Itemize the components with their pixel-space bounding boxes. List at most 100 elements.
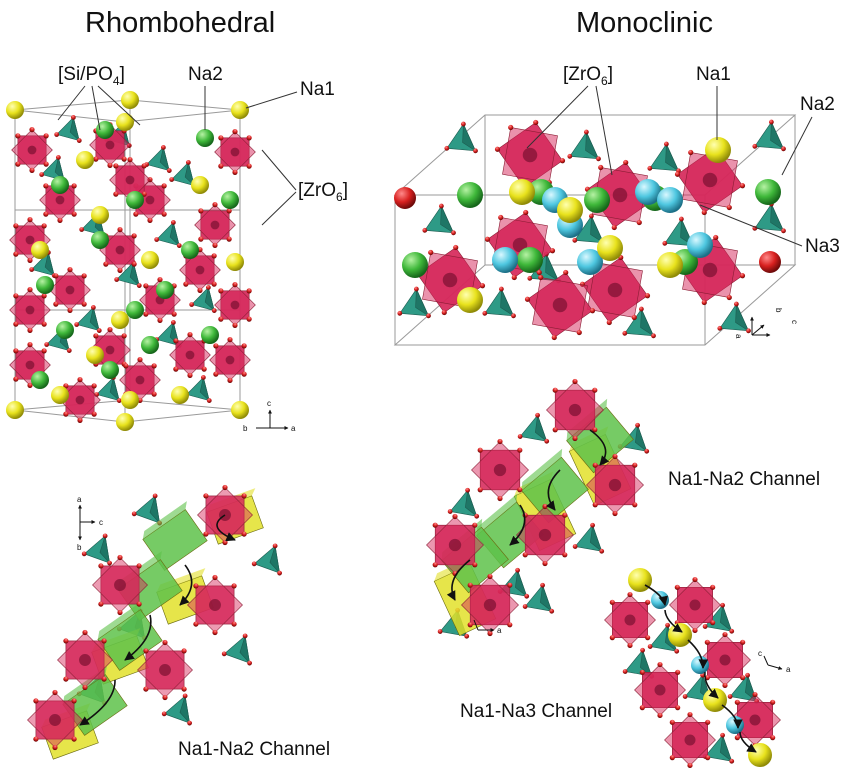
- axis-indicator-monoclinic-top: b c a: [734, 308, 799, 339]
- na1-atom: [748, 743, 772, 767]
- migration-arrow: [644, 584, 669, 606]
- sipo4-tetrahedron: [522, 582, 555, 614]
- svg-text:a: a: [77, 495, 82, 504]
- svg-text:c: c: [758, 649, 762, 658]
- zro6-octahedron: [57, 629, 113, 691]
- na1-atom: [6, 401, 24, 419]
- sipo4-tetrahedron: [622, 647, 655, 679]
- na1-atom: [91, 206, 109, 224]
- sipo4-tetrahedron: [29, 250, 57, 278]
- zro6-octahedron: [426, 513, 484, 577]
- zro6-label-right: [ZrO6]: [563, 64, 613, 88]
- zro6-octahedron: [214, 129, 256, 175]
- na1-atom: [86, 346, 104, 364]
- zro6-octahedron: [11, 127, 53, 173]
- na3-atom: [657, 187, 683, 213]
- svg-text:c: c: [790, 320, 799, 324]
- zro6-octahedron: [674, 144, 746, 216]
- na1-atom: [121, 391, 139, 409]
- zro6-octahedron: [634, 661, 686, 719]
- axis-indicator-rhombohedral-top: c b a: [243, 399, 296, 433]
- leader-lines-right: [526, 85, 813, 247]
- zro6-octahedron: [92, 554, 148, 616]
- sipo4-tetrahedron: [444, 121, 478, 154]
- sipo4-tetrahedron: [221, 633, 253, 666]
- axis-indicator-mono-na13: c a: [758, 649, 791, 674]
- na2-label-left: Na2: [188, 64, 223, 85]
- migration-arrow: [216, 514, 236, 542]
- migration-arrow: [446, 559, 471, 601]
- sipo4-tetrahedron: [251, 543, 283, 576]
- na2-atom: [31, 371, 49, 389]
- zro6-octahedron: [169, 332, 211, 378]
- na2-atom: [156, 281, 174, 299]
- rhombohedral-unit-cell: [6, 91, 256, 431]
- na1-atom: [231, 401, 249, 419]
- zro6-octahedron: [579, 254, 651, 326]
- channel-label-mono-na1-na2: Na1-Na2 Channel: [668, 469, 820, 490]
- sipo4-tetrahedron: [144, 145, 172, 173]
- na3-atom: [651, 591, 669, 609]
- na2-atom: [517, 247, 543, 273]
- sipo4-tetrahedron: [447, 487, 480, 519]
- zro6-octahedron: [214, 282, 256, 328]
- rhombohedral-title: Rhombohedral: [85, 7, 275, 39]
- na3-atom: [687, 232, 713, 258]
- zro6-octahedron: [197, 484, 253, 546]
- na1-label-left: Na1: [300, 79, 335, 100]
- na3-atom: [577, 249, 603, 275]
- na2-atom: [201, 326, 219, 344]
- migration-arrow: [79, 679, 116, 726]
- sipo4-tetrahedron: [647, 141, 681, 174]
- na2-atom: [181, 241, 199, 259]
- na1-atom: [231, 101, 249, 119]
- sipo4-tetrahedron: [517, 412, 550, 444]
- na1-atom: [703, 688, 727, 712]
- na1-atom: [597, 235, 623, 261]
- zro6-octahedron: [187, 574, 243, 636]
- na1-atom: [557, 197, 583, 223]
- svg-text:b: b: [77, 543, 82, 552]
- zro6-octahedron: [179, 247, 221, 293]
- na2-atom: [91, 231, 109, 249]
- na1-atom: [51, 386, 69, 404]
- na3-label-right: Na3: [805, 236, 840, 257]
- sipo4-tetrahedron: [572, 522, 605, 554]
- zro6-octahedron: [471, 438, 529, 502]
- migration-arrow: [179, 564, 193, 606]
- na2-atom: [584, 187, 610, 213]
- na1-atom: [171, 386, 189, 404]
- zro6-octahedron: [59, 377, 101, 423]
- na1-label-right: Na1: [696, 64, 731, 85]
- migration-arrow: [721, 704, 743, 729]
- axis-indicator-mono-na12: a: [473, 619, 502, 635]
- na1-atom: [6, 101, 24, 119]
- zro6-octahedron: [516, 503, 574, 567]
- sipo4-tetrahedron: [752, 119, 786, 152]
- oxygen-atom: [394, 187, 416, 209]
- zro6-octahedron: [9, 217, 51, 263]
- axis-indicator-rhombohedral-bottom: a c b: [77, 495, 103, 552]
- svg-text:c: c: [267, 399, 271, 408]
- na2-atom: [101, 361, 119, 379]
- zro6-octahedron: [664, 711, 716, 769]
- sipo4-tetrahedron: [81, 533, 113, 566]
- zro6-octahedron: [546, 378, 604, 442]
- channel-label-left: Na1-Na2 Channel: [178, 739, 330, 760]
- svg-text:a: a: [734, 334, 743, 339]
- na1-atom: [457, 287, 483, 313]
- sipo4-tetrahedron: [527, 251, 561, 284]
- na1-atom: [226, 253, 244, 271]
- channel-label-mono-na1-na3: Na1-Na3 Channel: [460, 701, 612, 722]
- na1-atom: [116, 113, 134, 131]
- zro6-octahedron: [729, 691, 781, 749]
- na3-atom: [492, 247, 518, 273]
- na1-atom: [121, 91, 139, 109]
- migration-arrow: [124, 614, 152, 661]
- na1-atom: [116, 413, 134, 431]
- leader-lines-left: [57, 85, 298, 226]
- sipo4-label: [Si/PO4]: [58, 64, 125, 88]
- na3-atom: [691, 656, 709, 674]
- migration-arrow: [664, 609, 683, 633]
